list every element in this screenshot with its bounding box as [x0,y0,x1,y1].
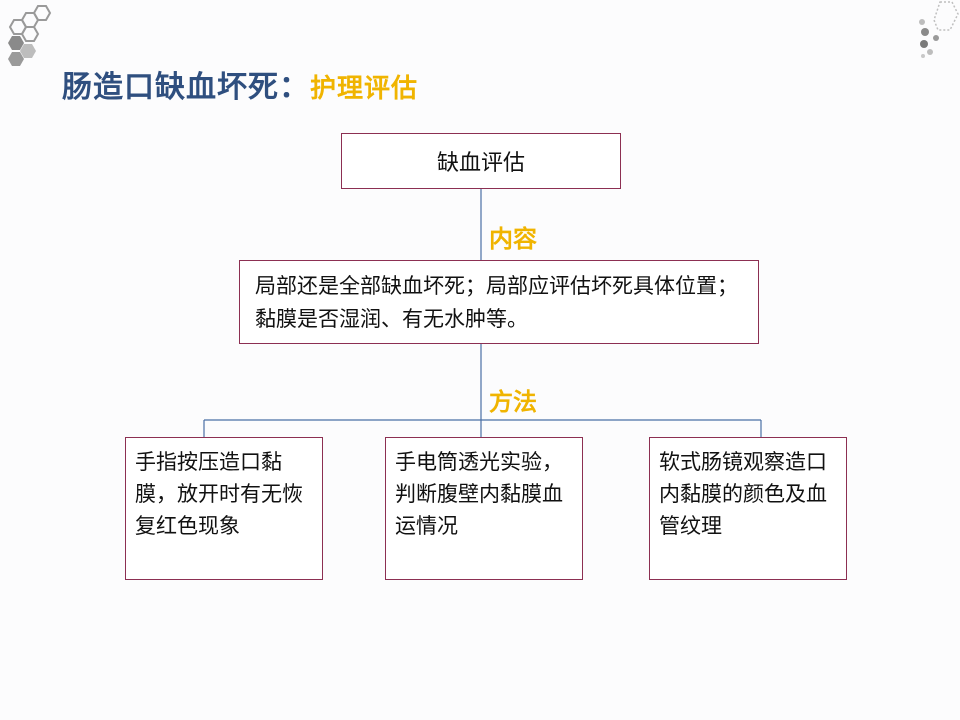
content-text: 局部还是全部缺血坏死；局部应评估坏死具体位置；黏膜是否湿润、有无水肿等。 [255,274,738,331]
method-text: 手电筒透光实验，判断腹壁内黏膜血运情况 [395,450,563,538]
root-node-ischemia-assessment: 缺血评估 [341,133,621,189]
content-label: 内容 [489,225,537,253]
method-text: 手指按压造口黏膜，放开时有无恢复红色现象 [135,450,303,538]
dot-pattern-decoration [919,1,959,58]
content-node: 局部还是全部缺血坏死；局部应评估坏死具体位置；黏膜是否湿润、有无水肿等。 [239,260,759,344]
method-node-endoscope: 软式肠镜观察造口内黏膜的颜色及血管纹理 [649,437,847,580]
hexagon-pattern-decoration [8,5,52,66]
title-subtitle: 护理评估 [310,74,419,104]
method-text: 软式肠镜观察造口内黏膜的颜色及血管纹理 [659,450,827,538]
root-node-label: 缺血评估 [436,151,525,176]
method-label: 方法 [489,388,537,416]
method-node-finger-press: 手指按压造口黏膜，放开时有无恢复红色现象 [125,437,323,580]
title-main: 肠造口缺血坏死： [62,70,310,105]
page-title: 肠造口缺血坏死：护理评估 [62,62,418,106]
method-node-flashlight: 手电筒透光实验，判断腹壁内黏膜血运情况 [385,437,583,580]
